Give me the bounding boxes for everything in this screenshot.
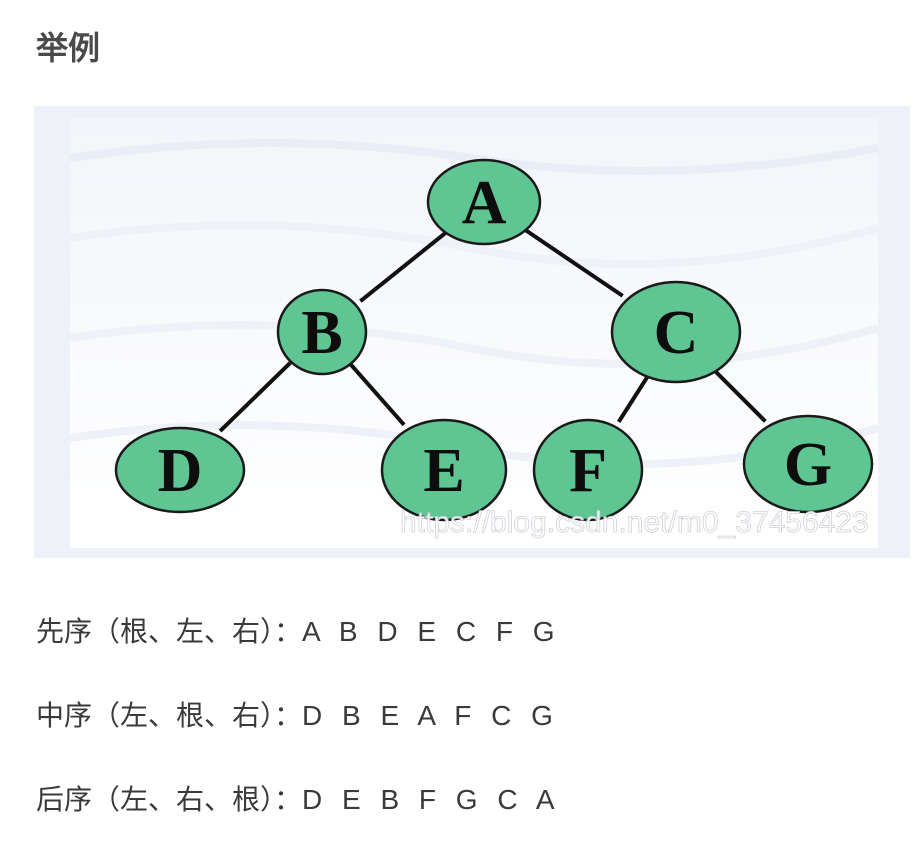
node-ellipse-B — [276, 288, 368, 376]
tree-node-D: D — [114, 426, 246, 514]
watermark-text: https://blog.csdn.net/m0_37456423 — [400, 506, 869, 539]
node-ellipse-F — [532, 418, 644, 522]
tree-node-C: C — [610, 280, 742, 384]
postorder-line: 后序（左、右、根）：D E B F G C A — [36, 780, 561, 820]
node-label-A: A — [462, 169, 507, 237]
node-ellipse-A — [426, 158, 542, 246]
node-label-B: B — [301, 299, 342, 367]
node-ellipse-C — [610, 280, 742, 384]
tree-node-G: G — [742, 414, 874, 514]
binary-tree-figure: A B C D E F G https://blog.csdn.net/m0_3745642… — [34, 106, 910, 558]
edge-C-F — [616, 372, 652, 423]
tree-nodes: A B C D E F G — [114, 158, 874, 522]
node-ellipse-G — [742, 414, 874, 514]
node-label-G: G — [784, 431, 832, 499]
edge-A-C — [521, 226, 624, 298]
node-label-D: D — [158, 437, 203, 505]
background-wave-3 — [70, 321, 878, 368]
node-label-E: E — [423, 437, 464, 505]
binary-tree-canvas: A B C D E F G https://blog.csdn.net/m0_3745642… — [70, 118, 878, 548]
inorder-line: 中序（左、根、右）：D B E A F C G — [36, 696, 559, 736]
edge-A-B — [359, 228, 451, 303]
edge-B-D — [218, 357, 296, 433]
preorder-line: 先序（根、左、右）：A B D E C F G — [36, 612, 561, 652]
postorder-label: 后序（左、右、根）： — [36, 783, 303, 816]
binary-tree-diagram: A B C D E F G https://blog.csdn.net/m0_3745642… — [70, 118, 878, 548]
section-heading: 举例 — [36, 29, 101, 67]
edge-C-G — [711, 367, 767, 423]
tree-node-B: B — [276, 288, 368, 376]
edge-B-E — [346, 359, 406, 427]
postorder-sequence: D E B F G C A — [302, 784, 561, 815]
tree-edges — [218, 226, 767, 433]
preorder-label: 先序（根、左、右）： — [36, 615, 303, 648]
node-ellipse-E — [380, 418, 508, 522]
node-label-F: F — [569, 437, 607, 505]
inorder-sequence: D B E A F C G — [302, 700, 559, 731]
node-label-C: C — [654, 299, 699, 367]
background-wave-1 — [70, 139, 878, 175]
node-ellipse-D — [114, 426, 246, 514]
inorder-label: 中序（左、根、右）： — [36, 699, 303, 732]
tree-node-E: E — [380, 418, 508, 522]
preorder-sequence: A B D E C F G — [302, 616, 561, 647]
tree-node-F: F — [532, 418, 644, 522]
tree-node-A: A — [426, 158, 542, 246]
background-wave-2 — [70, 221, 878, 268]
